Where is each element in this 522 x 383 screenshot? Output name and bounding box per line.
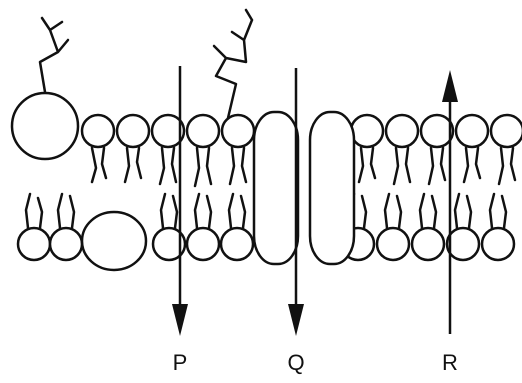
peripheral-protein bbox=[82, 212, 146, 270]
arrow-r bbox=[442, 70, 458, 334]
phospholipid-head bbox=[351, 115, 383, 147]
phospholipid-head bbox=[482, 228, 514, 260]
phospholipid-head bbox=[18, 228, 50, 260]
phospholipid-head bbox=[386, 115, 418, 147]
phospholipid-head bbox=[117, 115, 149, 147]
label-p: P bbox=[173, 350, 188, 375]
carbohydrate-chain-right bbox=[214, 10, 252, 118]
phospholipid-head bbox=[82, 115, 114, 147]
phospholipid-head bbox=[187, 228, 219, 260]
phospholipid-head bbox=[187, 115, 219, 147]
phospholipid-head bbox=[377, 228, 409, 260]
phospholipid-head bbox=[421, 115, 453, 147]
phospholipid-head bbox=[50, 228, 82, 260]
channel-protein-right bbox=[310, 112, 354, 264]
phospholipid-head bbox=[222, 115, 254, 147]
label-r: R bbox=[442, 350, 458, 375]
label-q: Q bbox=[287, 350, 304, 375]
outer-tails bbox=[92, 148, 515, 186]
phospholipid-head bbox=[412, 228, 444, 260]
phospholipid-head bbox=[221, 228, 253, 260]
phospholipid-head bbox=[456, 115, 488, 147]
phospholipid-head bbox=[447, 228, 479, 260]
phospholipid-head bbox=[491, 115, 522, 147]
carbohydrate-chain-left bbox=[40, 18, 68, 92]
glycolipid-head bbox=[12, 93, 78, 159]
channel-protein-left bbox=[254, 112, 298, 264]
